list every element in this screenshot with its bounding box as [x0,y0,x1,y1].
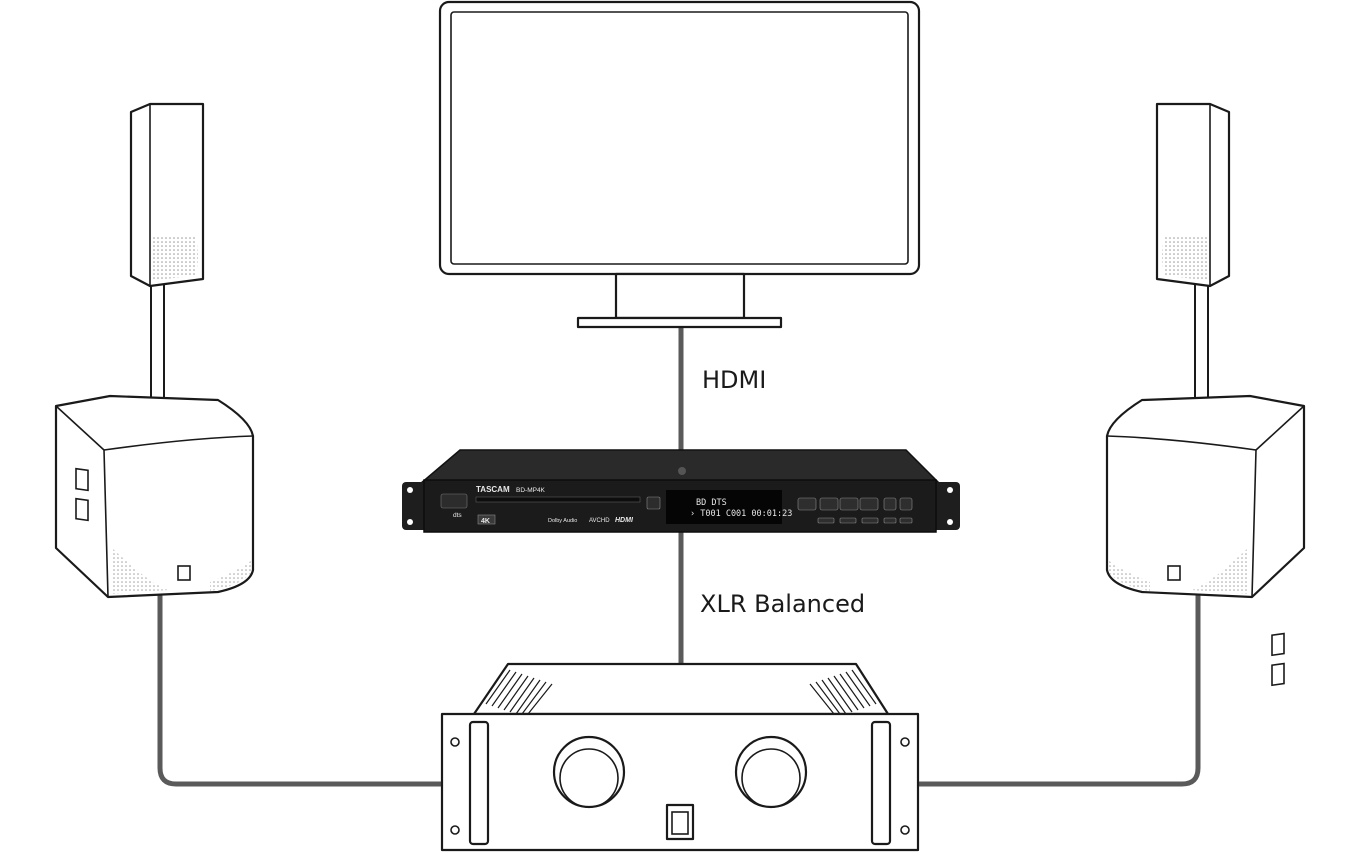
right-speaker-cable [913,593,1201,787]
amplifier-icon [440,662,920,852]
pause-button[interactable] [859,497,879,511]
eject-button[interactable] [440,493,468,509]
player-model: BD-MP4K [516,487,546,494]
transport-buttons [797,497,913,524]
right-subwoofer-icon [1105,394,1306,687]
right-satellite-speaker-icon [1155,102,1231,427]
xlr-connection-label: XLR Balanced [700,590,866,618]
play-button[interactable] [839,497,859,511]
repeat-button[interactable] [883,517,897,524]
amplifier-heatsink [485,669,877,715]
open-close-button[interactable] [646,496,661,510]
cables [157,325,1201,787]
home-button[interactable] [797,497,817,511]
player-logo-dts: dts [453,512,462,519]
player-badge-4k: 4K [481,518,490,525]
menu-button[interactable] [817,517,835,524]
left-satellite-speaker-icon [129,102,205,427]
display-line2: › T001 C001 00:01:23 [690,509,792,519]
skip-back-button[interactable] [883,497,897,511]
skip-forward-button[interactable] [899,497,913,511]
ab-button[interactable] [899,517,913,524]
hdmi-connection-label: HDMI [702,366,767,394]
player-logo-dolby: Dolby Audio [548,518,577,524]
return-button[interactable] [861,517,879,524]
disc-player-icon: TASCAM BD-MP4K dts 4K Dolby Audio AVCHD … [402,449,960,533]
player-logo-avchd: AVCHD [589,518,610,524]
left-subwoofer-icon [54,394,255,599]
player-brand: TASCAM [476,485,510,494]
player-logo-hdmi: HDMI [615,517,634,524]
monitor-icon [438,0,921,329]
display-line1: BD DTS [696,498,727,508]
select-button[interactable] [839,517,857,524]
stop-button[interactable] [819,497,839,511]
left-speaker-cable [157,593,449,787]
